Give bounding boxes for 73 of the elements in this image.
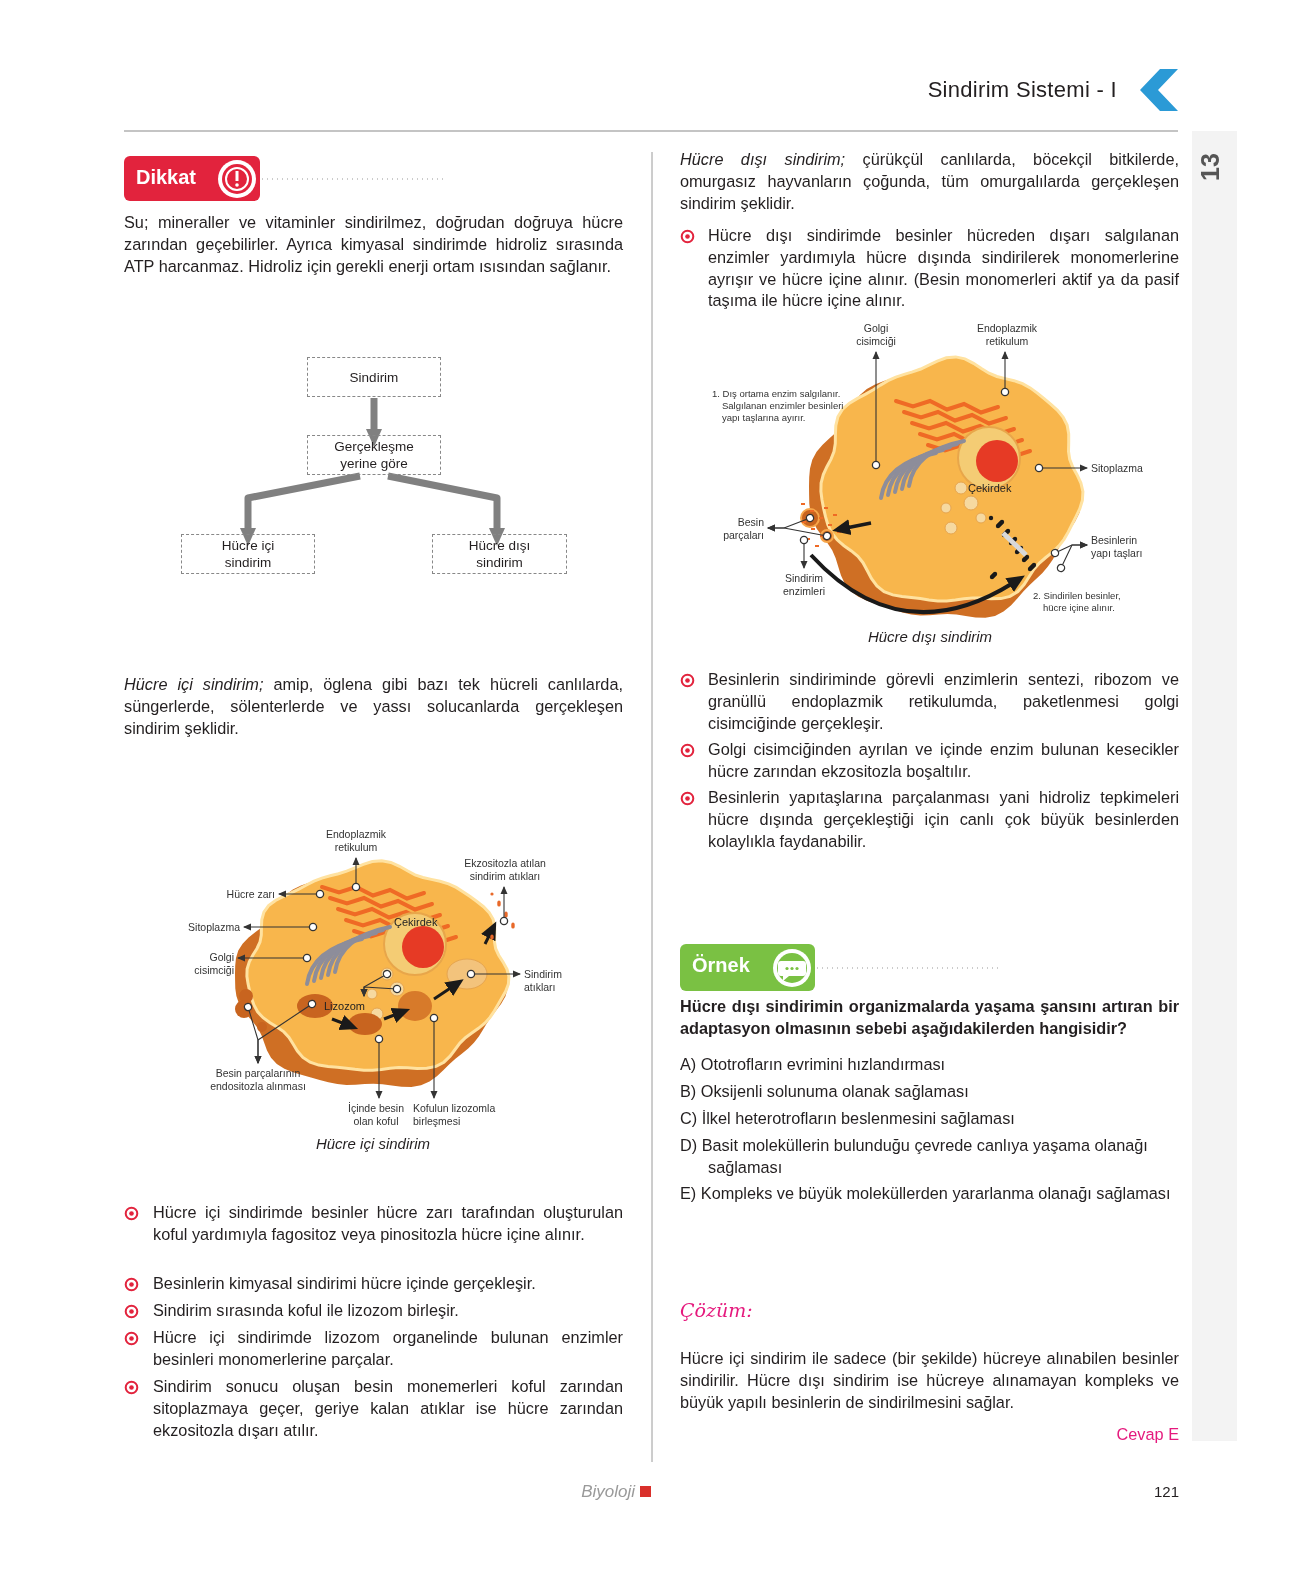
callout-label: Besin parçaları (712, 516, 764, 542)
bullet-text: Hücre içi sindirimde lizozom organelinde bulunan enzimler besinleri monomerlerine parçalar. (153, 1327, 623, 1370)
answer-text: Cevap E (1115, 1424, 1179, 1445)
callout-label: Ekzositozla atılan sindirim atıkları (450, 857, 560, 883)
leader-line (1034, 463, 1088, 473)
organelle-label: Çekirdek (968, 482, 1012, 495)
badge-label: Örnek (692, 954, 750, 977)
badge-label: Dikkat (136, 166, 197, 189)
leader-line (499, 886, 509, 926)
page-number: 121 (1152, 1482, 1179, 1502)
body-text: Su; mineraller ve vitaminler sindirilmez, doğrudan doğruya hücre zarından geçebilirler. Ayrıca kimyasal sindirimde hidroliz sırasında ATP harcanmaz. Hidroliz için gerekli enerji ortam ısısından sağlanır. (124, 212, 623, 277)
process-box: Sindirim (307, 357, 441, 397)
callout-label: Sitoplazma (165, 921, 240, 934)
callout-label: Hücre zarı (205, 888, 275, 901)
leader-line (278, 889, 325, 899)
subject-name: Biyoloji (580, 1481, 635, 1503)
leader-line (767, 524, 832, 541)
body-text: Hücre içi sindirim; amip, öglena gibi bazı tek hücreli canlılarda, süngerlerde, sölenterlerde ve yassı solucanlarda gerçekleşen sindirim şeklidir. (124, 674, 623, 739)
callout-label: Sitoplazma (1091, 462, 1161, 475)
process-box: Hücre dışı sindirim (432, 534, 567, 574)
arrow (240, 472, 361, 546)
leader-line (1000, 351, 1010, 397)
heading-badge (124, 156, 260, 201)
leader-line (1056, 541, 1088, 573)
leader-line (351, 857, 361, 892)
solution-text: Hücre içi sindirim ile sadece (bir şekilde) hücreye alınabilen besinler sindirilir. Hücre dışı sindirim ise hücreye alınamayan kompleks ve büyük yapılı besinlerin de sindirilmesini sağlar. (680, 1348, 1179, 1413)
body-text: Hücre dışı sindirim; çürükçül canlılarda, böcekçil bitkilerde, omurgasız hayvanların çoğunda, tüm omurgalılarda gerçekleşen sindirim şeklidir. (680, 149, 1179, 214)
bullet-text: Sindirim sonucu oluşan besin monemerleri koful zarından sitoplazmaya geçer, geriye kalan atıklar ise hücre zarından ekzositozla dışarı atılır. (153, 1376, 623, 1441)
answer-option: E) Kompleks ve büyük moleküllerden yararlanma olanağı sağlaması (680, 1183, 1179, 1205)
bullet-text: Besinlerin kimyasal sindirimi hücre içinde gerçekleşir. (153, 1273, 537, 1294)
answer-option: A) Ototrofların evrimini hızlandırması (680, 1054, 1179, 1076)
callout-label: Endoplazmik retikulum (964, 322, 1050, 348)
organelle-label: Çekirdek (394, 916, 438, 929)
step-note: 2. Sindirilen besinler, hücre içine alınır. (1033, 590, 1122, 614)
page-title: Sindirim Sistemi - I (927, 77, 1117, 103)
callout-label: Sindirim atıkları (524, 968, 574, 994)
bullet-text: Sindirim sırasında koful ile lizozom birleşir. (153, 1300, 460, 1321)
callout-label: Besinlerin yapı taşları (1091, 534, 1153, 560)
figure-caption: Hücre içi sindirim (314, 1134, 432, 1154)
leader-line (237, 953, 312, 963)
bullet-text: Golgi cisimciğinden ayrılan ve içinde enzim bulunan kesecikler hücre zarından ekzositozla boşaltılır. (708, 739, 1179, 782)
leader-line (254, 999, 317, 1064)
callout-label: Golgi cisimciği (846, 322, 906, 348)
bullet-text: Besinlerin sindiriminde görevli enzimlerin sentezi, ribozom ve granüllü endoplazmik retikulumda, paketlenmesi golgi cisimciğinde gerçekleşir. (708, 669, 1179, 734)
arrow (387, 472, 505, 546)
step-note: 1. Dış ortama enzim salgılanır. Salgılanan enzimler besinleri yapı taşlarına ayırır. (712, 388, 845, 424)
figure-caption: Hücre dışı sindirim (866, 627, 994, 647)
bullet-text: Besinlerin yapıtaşlarına parçalanması yani hidroliz tepkimeleri hücre dışında gerçekleştiği için canlı çok büyük besinlerden kolaylıkla faydanabilir. (708, 787, 1179, 852)
leader-line (466, 969, 521, 979)
question-text: Hücre dışı sindirimin organizmalarda yaşama şansını artıran bir adaptasyon olmasının sebebi aşağıdakilerden hangisidir? (680, 996, 1179, 1039)
callout-label: Besin parçalarının endositozla alınması (192, 1067, 324, 1093)
callout-label: Sindirim enzimleri (772, 572, 836, 598)
answer-option: C) İlkel heterotrofların beslenmesini sağlaması (680, 1108, 1179, 1130)
leader-line (374, 1034, 384, 1099)
leader-line (243, 922, 318, 932)
leader-line (360, 984, 402, 997)
callout-label: Endoplazmik retikulum (316, 828, 396, 854)
answer-option: B) Oksijenli solunuma olanak sağlaması (680, 1081, 1179, 1103)
callout-label: Lizozom (324, 1000, 370, 1013)
leader-line (799, 535, 809, 569)
leader-line (871, 351, 881, 470)
leader-line (429, 1013, 439, 1099)
process-box: Hücre içi sindirim (181, 534, 315, 574)
callout-label: İçinde besin olan koful (341, 1102, 411, 1128)
callout-label: Kofulun lizozomla birleşmesi (413, 1102, 503, 1128)
callout-label: Golgi cisimciği (174, 951, 234, 977)
answer-option: D) Basit moleküllerin bulunduğu çevrede canlıya yaşama olanağı sağlaması (680, 1135, 1179, 1179)
unit-number: 13 (1196, 153, 1223, 181)
bullet-text: Hücre dışı sindirimde besinler hücreden dışarı salgılanan enzimler yardımıyla hücre dışında sindirilerek monomerlerine ayrışır ve hücre içine alınır. (Besin monomerleri aktif ya da pasif taşıma ile hücre içine alınır. (708, 225, 1179, 312)
solution-heading: Çözüm: (680, 1300, 753, 1322)
heading-badge (680, 944, 815, 991)
process-box: Gerçekleşme yerine göre (307, 435, 441, 475)
bullet-text: Hücre içi sindirimde besinler hücre zarı tarafından oluşturulan koful yardımıyla fagositoz veya pinositozla hücre içine alınır. (153, 1202, 623, 1245)
